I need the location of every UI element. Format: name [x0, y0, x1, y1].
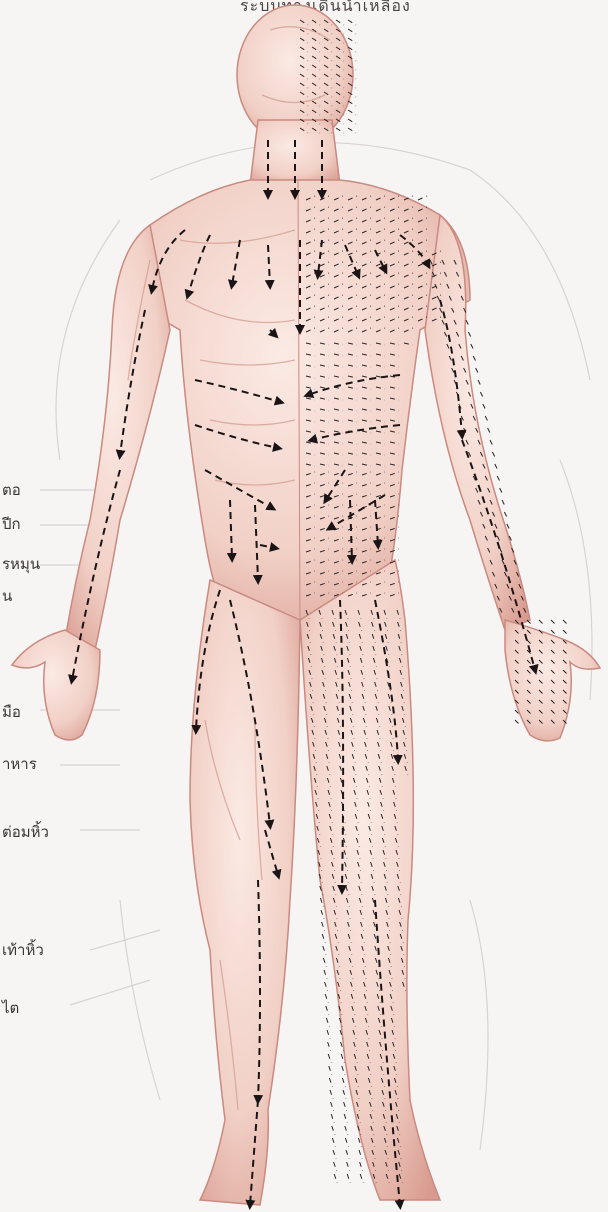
capillary-stroke-405 [490, 440, 494, 448]
capillary-stroke-790 [343, 1090, 346, 1099]
capillary-stroke-399 [485, 416, 489, 424]
capillary-stroke-64 [336, 128, 344, 133]
capillary-stroke-777 [329, 1066, 332, 1075]
capillary-stroke-706 [322, 934, 325, 943]
arm-right [425, 215, 530, 630]
capillary-stroke-789 [330, 1090, 333, 1099]
capillary-stroke-808 [345, 1126, 348, 1135]
capillary-stroke-699 [322, 922, 325, 931]
capillary-stroke-713 [323, 946, 326, 955]
capillary-stroke-378 [468, 332, 472, 340]
capillary-stroke-807 [332, 1126, 335, 1135]
capillary-stroke-449 [527, 620, 533, 626]
capillary-stroke-381 [471, 344, 475, 352]
capillary-stroke-734 [325, 982, 328, 991]
capillary-stroke-759 [327, 1030, 330, 1039]
capillary-stroke-390 [478, 380, 482, 388]
capillary-stroke-411 [495, 464, 499, 472]
capillary-stroke-387 [476, 368, 480, 376]
capillary-stroke-833 [360, 1174, 363, 1183]
capillary-stroke-795 [331, 1102, 334, 1111]
capillary-stroke-747 [326, 1006, 329, 1015]
body-silhouette [12, 5, 600, 1205]
capillary-stroke-4 [336, 20, 344, 25]
leg-left [190, 580, 300, 1205]
capillary-stroke-821 [359, 1150, 362, 1159]
hand-right [505, 620, 600, 741]
capillary-stroke-825 [334, 1162, 337, 1171]
capillary-stroke-819 [333, 1150, 336, 1159]
capillary-stroke-417 [500, 488, 504, 496]
capillary-stroke-831 [334, 1174, 337, 1183]
capillary-stroke-813 [332, 1138, 335, 1147]
capillary-stroke-741 [325, 994, 328, 1003]
capillary-stroke-772 [341, 1054, 344, 1063]
capillary-stroke-55 [348, 110, 356, 115]
capillary-stroke-727 [324, 970, 327, 979]
capillary-stroke-65 [348, 128, 356, 133]
capillary-stroke-820 [346, 1150, 349, 1159]
capillary-stroke-393 [480, 392, 484, 400]
capillary-stroke-402 [488, 428, 492, 436]
capillary-stroke-778 [342, 1066, 345, 1075]
capillary-stroke-826 [347, 1162, 350, 1171]
capillary-stroke-457 [563, 630, 569, 636]
capillary-stroke-452 [563, 620, 569, 626]
capillary-stroke-5 [348, 20, 356, 25]
capillary-stroke-450 [539, 620, 545, 626]
capillary-stroke-765 [328, 1042, 331, 1051]
capillary-stroke-10 [348, 29, 356, 34]
capillary-stroke-801 [331, 1114, 334, 1123]
capillary-stroke-420 [502, 500, 506, 508]
hand-left [12, 630, 100, 740]
capillary-stroke-60 [348, 119, 356, 124]
capillary-stroke-74 [418, 196, 427, 200]
capillary-stroke-451 [551, 620, 557, 626]
capillary-stroke-414 [497, 476, 501, 484]
capillary-stroke-692 [321, 910, 324, 919]
capillary-stroke-802 [344, 1114, 347, 1123]
capillary-stroke-783 [329, 1078, 332, 1087]
capillary-stroke-498 [515, 720, 521, 726]
capillary-stroke-720 [323, 958, 326, 967]
capillary-stroke-796 [344, 1102, 347, 1111]
capillary-stroke-375 [466, 320, 470, 328]
capillary-stroke-814 [345, 1138, 348, 1147]
capillary-stroke-384 [473, 356, 477, 364]
capillary-stroke-408 [492, 452, 496, 460]
capillary-stroke-396 [483, 404, 487, 412]
capillary-stroke-15 [348, 38, 356, 43]
capillary-stroke-50 [348, 101, 356, 106]
capillary-stroke-753 [326, 1018, 329, 1027]
capillary-stroke-784 [342, 1078, 345, 1087]
capillary-stroke-423 [504, 512, 508, 520]
capillary-stroke-832 [347, 1174, 350, 1183]
capillary-stroke-827 [360, 1162, 363, 1171]
capillary-stroke-771 [328, 1054, 331, 1063]
